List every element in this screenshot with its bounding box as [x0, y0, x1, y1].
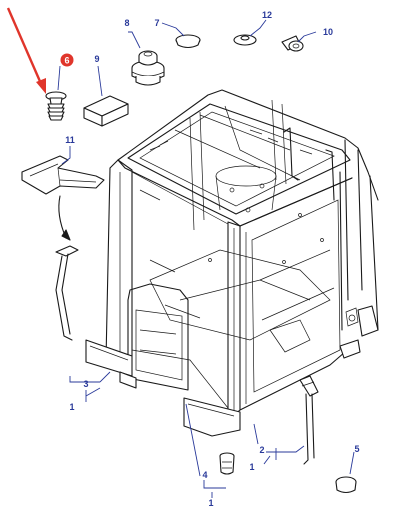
callout-labels: 8 7 12 10 9 11 3 1 4 1 2 1 5 [65, 10, 359, 508]
callout-10: 10 [323, 27, 333, 37]
callout-1-bottom: 1 [208, 498, 213, 508]
callout-11: 11 [65, 135, 75, 145]
rect-grommet-part-9 [83, 95, 129, 127]
washer-part-12 [233, 34, 257, 46]
handle-part-3 [55, 245, 79, 341]
cap-part-5 [335, 476, 357, 494]
direction-arrowhead [61, 229, 71, 241]
cab-frame [85, 89, 379, 437]
callout-12: 12 [262, 10, 272, 20]
leader-lines [57, 19, 355, 498]
callout-3: 3 [83, 379, 88, 389]
callout-1-right: 1 [249, 462, 254, 472]
step-bracket-part-2 [299, 375, 319, 465]
p-clip-part-10 [281, 35, 304, 52]
callout-5: 5 [354, 444, 359, 454]
plug-part-6 [45, 91, 67, 121]
callout-9: 9 [94, 54, 99, 64]
callout-7: 7 [154, 18, 159, 28]
highlight-pointer-arrow [6, 7, 46, 94]
callout-4: 4 [202, 470, 207, 480]
bracket-part-11 [21, 155, 105, 195]
rubber-foot-part-4 [219, 452, 235, 475]
highlight-badge-6: 6 [60, 53, 74, 67]
cap-plug-part-7 [175, 34, 201, 49]
callout-1-left: 1 [69, 402, 74, 412]
round-grommet-part-8 [131, 50, 165, 86]
callout-6: 6 [64, 55, 69, 65]
callout-8: 8 [124, 18, 129, 28]
callout-2: 2 [259, 445, 264, 455]
